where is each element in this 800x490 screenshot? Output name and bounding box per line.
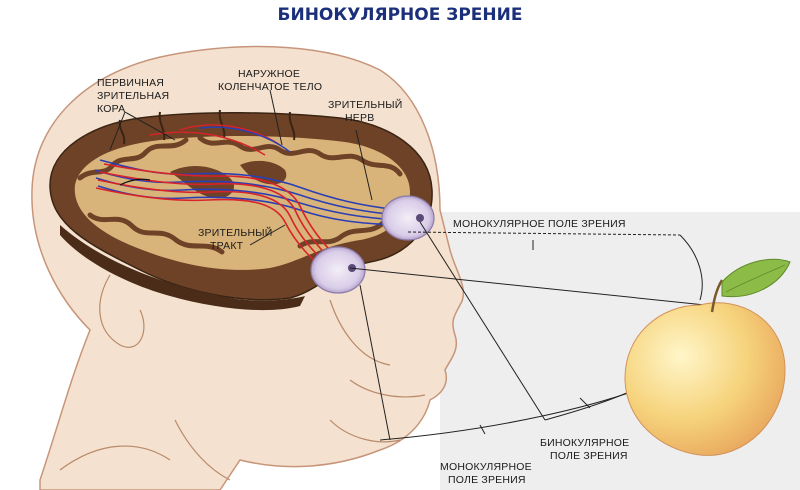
- svg-text:КОЛЕНЧАТОЕ ТЕЛО: КОЛЕНЧАТОЕ ТЕЛО: [218, 81, 322, 93]
- svg-text:ПЕРВИЧНАЯ: ПЕРВИЧНАЯ: [97, 77, 164, 89]
- svg-text:МОНОКУЛЯРНОЕ: МОНОКУЛЯРНОЕ: [440, 461, 532, 473]
- label-lateral-geniculate-body: НАРУЖНОЕ КОЛЕНЧАТОЕ ТЕЛО: [218, 68, 322, 93]
- svg-text:ЗРИТЕЛЬНАЯ: ЗРИТЕЛЬНАЯ: [97, 90, 169, 102]
- label-binocular-field: БИНОКУЛЯРНОЕ ПОЛЕ ЗРЕНИЯ: [540, 437, 629, 462]
- eye-icon: [381, 195, 435, 241]
- label-optic-nerve: ЗРИТЕЛЬНЫЙ НЕРВ: [328, 98, 403, 124]
- label-primary-visual-cortex: ПЕРВИЧНАЯ ЗРИТЕЛЬНАЯ КОРА: [97, 77, 169, 115]
- svg-text:НЕРВ: НЕРВ: [345, 112, 374, 124]
- svg-text:ПОЛЕ ЗРЕНИЯ: ПОЛЕ ЗРЕНИЯ: [448, 474, 526, 486]
- eye-right: [381, 195, 435, 241]
- svg-text:ТРАКТ: ТРАКТ: [210, 240, 244, 252]
- label-optic-tract: ЗРИТЕЛЬНЫЙ ТРАКТ: [198, 226, 273, 252]
- page-title: БИНОКУЛЯРНОЕ ЗРЕНИЕ: [278, 5, 523, 25]
- svg-text:ЗРИТЕЛЬНЫЙ: ЗРИТЕЛЬНЫЙ: [198, 226, 273, 239]
- label-monocular-field-bottom: МОНОКУЛЯРНОЕ ПОЛЕ ЗРЕНИЯ: [440, 461, 532, 486]
- svg-text:ПОЛЕ ЗРЕНИЯ: ПОЛЕ ЗРЕНИЯ: [550, 450, 628, 462]
- svg-text:БИНОКУЛЯРНОЕ: БИНОКУЛЯРНОЕ: [540, 437, 629, 449]
- label-monocular-field-top: МОНОКУЛЯРНОЕ ПОЛЕ ЗРЕНИЯ: [453, 218, 626, 230]
- eye-icon: [310, 246, 366, 294]
- apple-icon: [624, 258, 791, 456]
- eye-left: [310, 246, 366, 294]
- svg-text:КОРА: КОРА: [97, 103, 125, 115]
- svg-text:ЗРИТЕЛЬНЫЙ: ЗРИТЕЛЬНЫЙ: [328, 98, 403, 111]
- label-leaders: [109, 89, 373, 246]
- visual-pathways: [94, 124, 401, 277]
- svg-text:НАРУЖНОЕ: НАРУЖНОЕ: [238, 68, 300, 80]
